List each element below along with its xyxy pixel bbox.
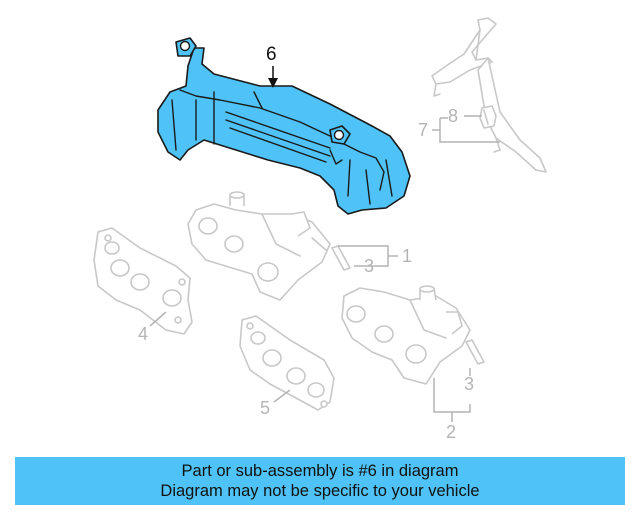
banner-line-part-number: Part or sub-assembly is #6 in diagram [181, 462, 459, 480]
callout-6: 6 [266, 44, 277, 65]
heat-shield-part-6 [157, 37, 411, 215]
clip-part-8 [479, 105, 497, 129]
callout-3-upper: 3 [364, 256, 374, 276]
exploded-parts-diagram: 6 1 3 4 5 3 2 7 8 [93, 17, 547, 442]
callout-7: 7 [418, 120, 428, 140]
bracket-part-7 [431, 17, 547, 173]
callout-leaders [149, 66, 500, 422]
callout-5: 5 [260, 398, 270, 418]
banner-line-disclaimer: Diagram may not be specific to your vehi… [160, 482, 480, 500]
callout-4: 4 [138, 324, 148, 344]
callout-3-lower: 3 [464, 374, 474, 394]
callout-8: 8 [448, 106, 458, 126]
info-banner: Part or sub-assembly is #6 in diagram Di… [15, 457, 625, 505]
exhaust-manifold-part-1 [187, 191, 331, 301]
stud-part-3-upper [331, 245, 351, 271]
exhaust-manifold-part-2 [341, 285, 471, 385]
gasket-part-5 [239, 315, 335, 411]
stud-part-3-lower [465, 339, 485, 365]
gasket-part-4 [93, 227, 193, 335]
callout-1: 1 [402, 246, 412, 266]
callout-2: 2 [446, 422, 456, 442]
